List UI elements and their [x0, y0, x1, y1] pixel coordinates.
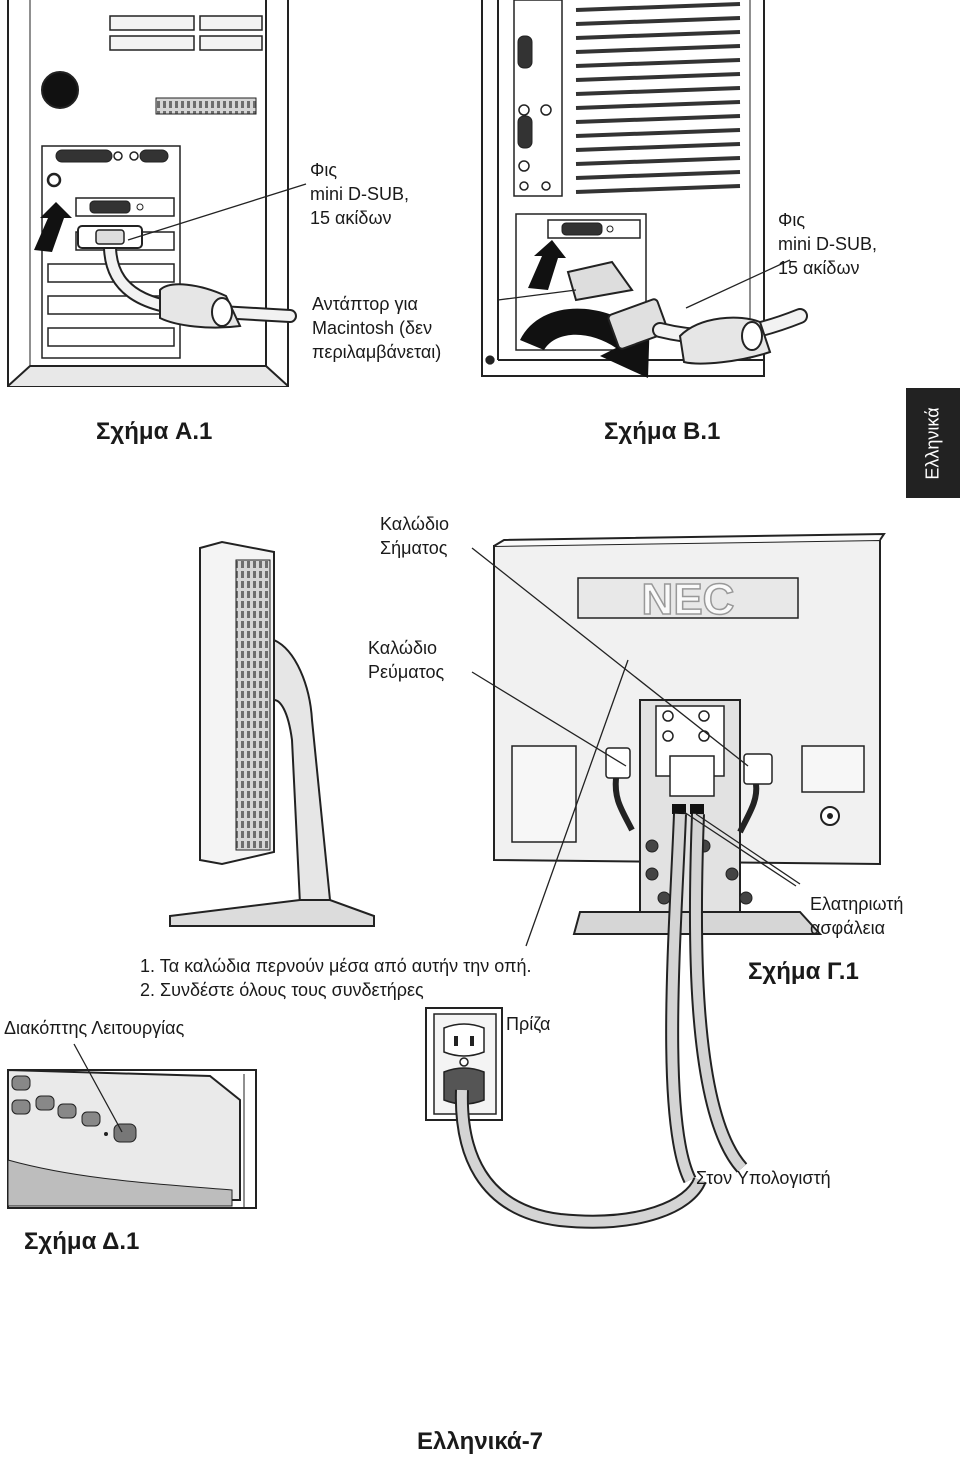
figure-c1-monitor-side [169, 540, 375, 927]
spring-clip-label-line: Ελατηριωτή [810, 894, 904, 914]
figure-c1-caption: Σχήμα Γ.1 [748, 958, 859, 985]
cable-instruction-item: 2. Συνδέστε όλους τους συνδετήρες [140, 980, 424, 1000]
figure-a1-plug-label-line: 15 ακίδων [310, 208, 392, 228]
figure-a1-adapter-label-line: Αντάπτορ για [312, 294, 418, 314]
spring-clip-label-line: ασφάλεια [810, 918, 886, 938]
power-switch-label: Διακόπτης Λειτουργίας [4, 1018, 185, 1038]
figure-c1-monitor-rear: NEC [493, 532, 886, 1184]
figure-b1-mac-rear [481, 0, 808, 378]
language-tab-label: Ελληνικά [922, 406, 943, 480]
figure-a1-caption: Σχήμα A.1 [96, 418, 213, 445]
power-cable-label-line: Ρεύματος [368, 662, 445, 682]
signal-cable-label: Καλώδιο Σήματος [380, 512, 449, 560]
signal-cable-label-line: Σήματος [380, 538, 448, 558]
language-tab: Ελληνικά [906, 388, 960, 498]
figure-a1-plug-label-line: mini D-SUB, [310, 184, 410, 204]
signal-cable-label-line: Καλώδιο [380, 514, 450, 534]
figure-c1-nec-logo: NEC [642, 575, 735, 624]
figure-b1-plug-label-line: 15 ακίδων [778, 258, 860, 278]
figure-a1-plug-label: Φις mini D-SUB, 15 ακίδων [310, 158, 409, 230]
figure-a1-adapter-label-line: Macintosh (δεν [312, 318, 433, 338]
cable-instruction-item: 1. Τα καλώδια περνούν μέσα από αυτήν την… [140, 956, 532, 976]
figure-b1-plug-label-line: Φις [778, 210, 806, 230]
figure-a1-pc-rear [7, 0, 297, 387]
page-footer: Ελληνικά-7 [416, 1428, 544, 1455]
cable-instructions: 1. Τα καλώδια περνούν μέσα από αυτήν την… [140, 954, 531, 1002]
figure-a1-adapter-label-line: περιλαμβάνεται) [312, 342, 442, 362]
figure-d1-power-switch [7, 1043, 257, 1209]
figure-b1-plug-label-line: mini D-SUB, [778, 234, 878, 254]
figure-b1-plug-label: Φις mini D-SUB, 15 ακίδων [778, 208, 877, 280]
figure-c1-leader-lines [471, 547, 801, 947]
spring-clip-label: Ελατηριωτή ασφάλεια [810, 892, 903, 940]
power-cable-label: Καλώδιο Ρεύματος [368, 636, 444, 684]
to-computer-label: Στον Υπολογιστή [696, 1168, 831, 1188]
figure-d1-caption: Σχήμα Δ.1 [24, 1228, 140, 1255]
outlet-label: Πρίζα [506, 1014, 551, 1034]
figure-c1-wall-outlet [425, 1007, 707, 1229]
figure-b1-caption: Σχήμα B.1 [604, 418, 721, 445]
power-cable-label-line: Καλώδιο [368, 638, 438, 658]
figure-a1-adapter-label: Αντάπτορ για Macintosh (δεν περιλαμβάνετ… [312, 292, 441, 364]
figure-ab-leader-lines [127, 183, 791, 365]
figure-a1-plug-label-line: Φις [310, 160, 338, 180]
